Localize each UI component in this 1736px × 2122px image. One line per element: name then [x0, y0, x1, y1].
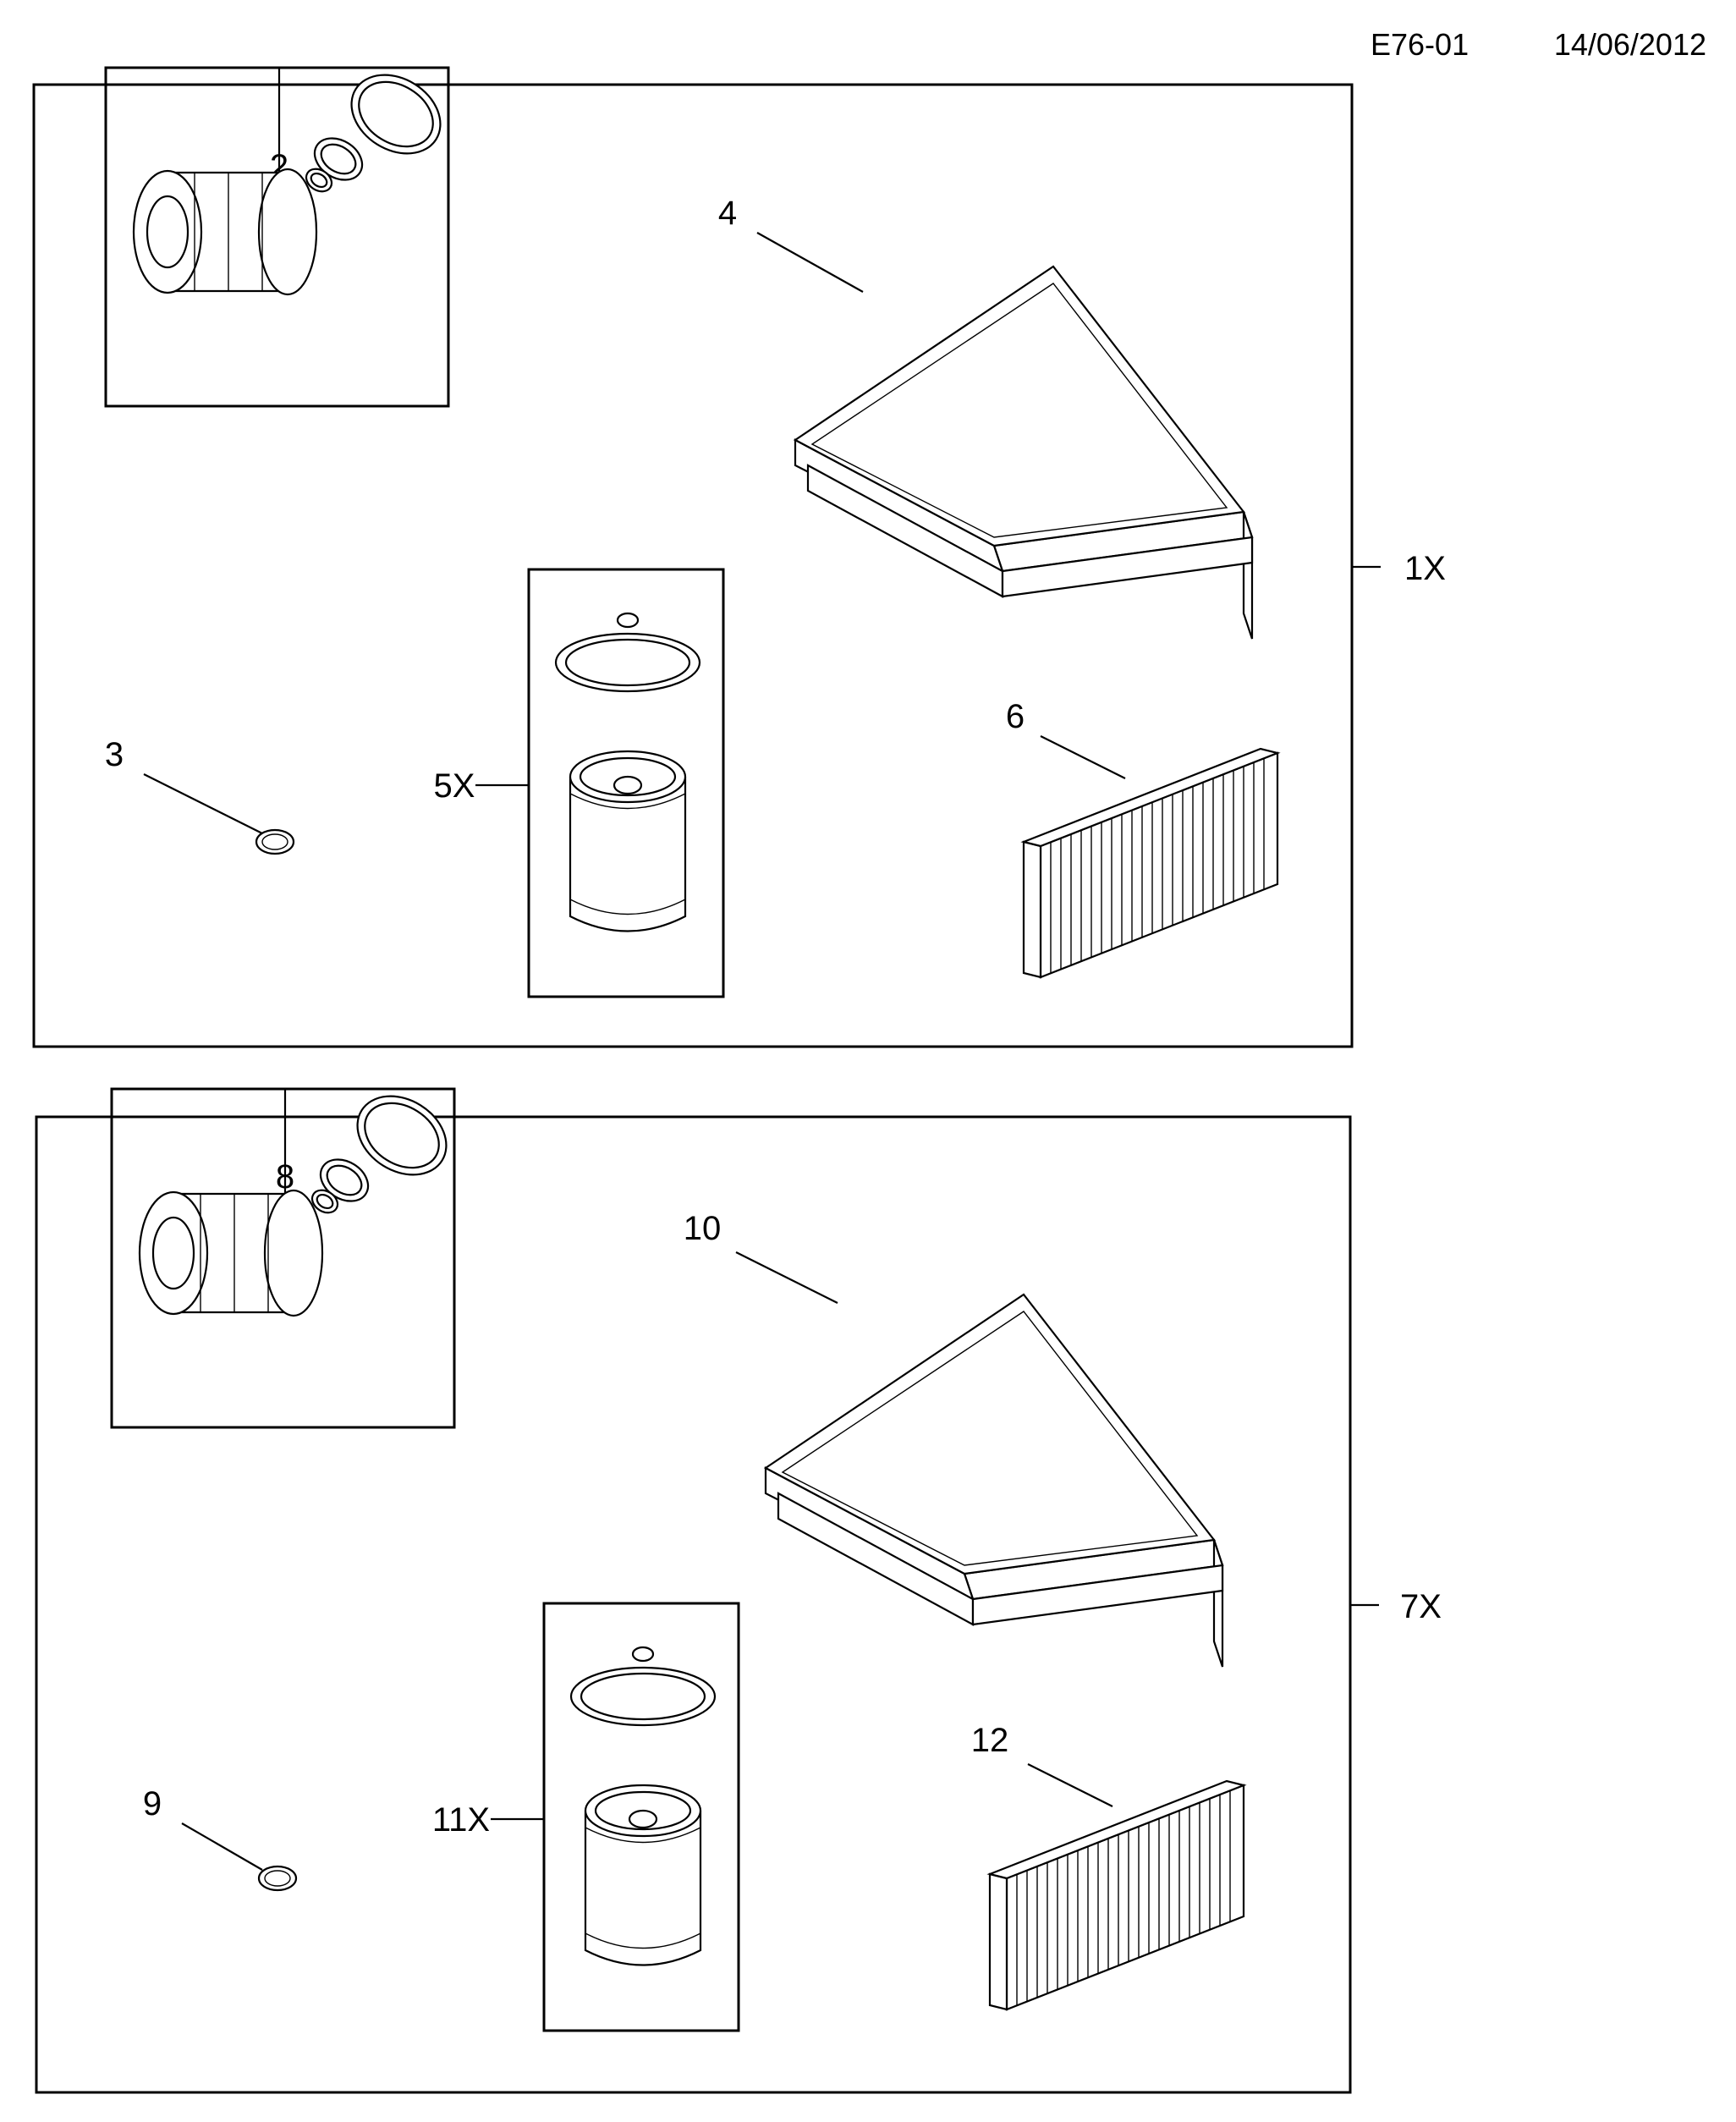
cabin-filter[interactable]: 6 — [1006, 698, 1279, 979]
fuel-filter-drawing — [489, 1602, 740, 2032]
part-number-label: 9 — [143, 1785, 162, 1822]
part-number-label: 5X — [434, 767, 475, 805]
leader-line — [181, 1822, 263, 1871]
fuel-filter-kit[interactable]: 5X — [434, 568, 725, 998]
air-filter[interactable]: 4 — [718, 195, 1254, 640]
cabin-filter-drawing — [988, 1779, 1245, 2011]
seal-ring-inner — [261, 833, 288, 850]
part-number-label: 10 — [684, 1210, 722, 1247]
kit-group-2: 7X 8 9 10 11X 12 — [35, 1079, 1442, 2094]
air-filter-drawing — [794, 265, 1254, 640]
cabin-filter[interactable]: 12 — [971, 1722, 1245, 2011]
oil-filter-drawing — [110, 1079, 463, 1429]
leader-line — [1040, 735, 1126, 779]
leader-line — [143, 773, 263, 834]
fuel-filter-kit[interactable]: 11X — [432, 1602, 740, 2032]
part-number-label: 11X — [432, 1801, 490, 1839]
fuel-filter-drawing — [474, 568, 725, 998]
seal-ring-drawing — [257, 1865, 298, 1892]
air-filter[interactable]: 10 — [684, 1210, 1224, 1668]
kit-label: 1X — [1404, 550, 1446, 587]
leader-line — [735, 1251, 838, 1304]
oil-filter-kit[interactable]: 2 — [104, 58, 457, 408]
air-filter-drawing — [764, 1293, 1224, 1668]
oil-filter-drawing — [104, 58, 457, 408]
seal-ring[interactable]: 3 — [105, 736, 295, 855]
cabin-filter-drawing — [1022, 747, 1279, 979]
diagram-date: 14/06/2012 — [1554, 27, 1706, 62]
part-number-label: 6 — [1006, 698, 1025, 735]
part-number-label: 4 — [718, 195, 737, 232]
seal-ring-drawing — [255, 828, 295, 855]
leader-line — [1027, 1763, 1113, 1807]
kit-frame — [32, 83, 1354, 1048]
leader-line — [756, 232, 864, 293]
kit-label: 7X — [1400, 1588, 1442, 1625]
seal-ring-inner — [264, 1870, 291, 1887]
diagram-code: E76-01 — [1371, 27, 1469, 62]
part-number-label: 12 — [971, 1722, 1009, 1759]
part-number-label: 3 — [105, 736, 124, 773]
seal-ring[interactable]: 9 — [143, 1785, 298, 1892]
kit-group-1: 1X 2 3 4 5X 6 — [32, 58, 1446, 1048]
oil-filter-kit[interactable]: 8 — [110, 1079, 463, 1429]
